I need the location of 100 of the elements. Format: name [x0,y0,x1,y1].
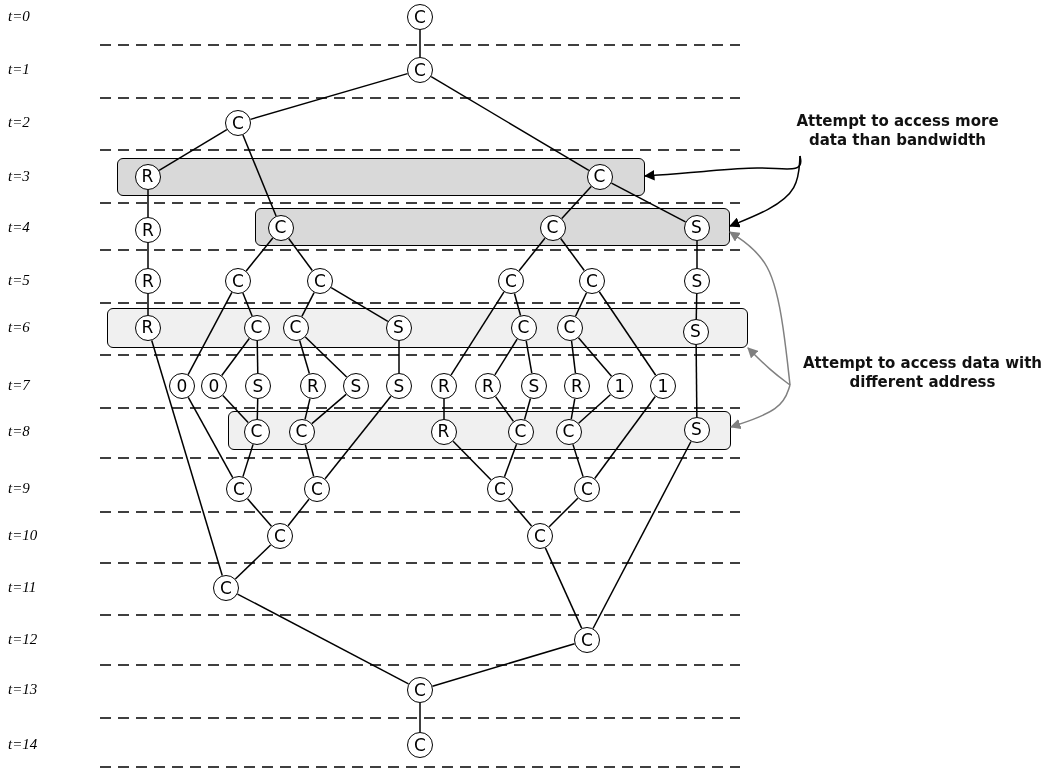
arrow [729,231,791,386]
connector-line [256,398,259,420]
connector-line [592,440,692,630]
connector-line [610,182,687,223]
time-step-label: t=13 [8,681,38,698]
operation-circle: C [267,214,294,241]
time-step-label: t=12 [8,631,38,648]
time-step-label: t=3 [8,168,30,185]
connector-line [518,237,546,272]
operation-circle: R [134,314,161,341]
operation-circle: C [407,57,433,83]
operation-circle: C [282,314,309,341]
connector-line [570,340,577,374]
connector-line [443,398,445,420]
connector-line [324,395,392,480]
operation-circle: C [579,268,605,294]
operation-circle: C [213,575,239,601]
operation-circle: C [267,523,293,549]
operation-circle: C [586,163,613,190]
connector-line [151,339,223,577]
annotation-text: Attempt to access more data than bandwidth [785,112,1010,150]
connector-line [236,593,410,685]
connector-line [242,292,253,317]
time-step-label: t=14 [8,736,38,753]
connector-line [287,237,314,272]
operation-circle: 0 [201,373,227,399]
connector-line [544,547,583,629]
operation-circle: S [683,214,710,241]
operation-circle: R [135,217,161,243]
connector-line [561,185,592,220]
operation-circle: S [386,373,412,399]
operation-circle: R [431,373,457,399]
arrow [730,384,791,429]
operation-circle: C [304,476,330,502]
connector-line [696,240,698,269]
arrow [747,347,791,386]
arrow [729,155,801,228]
operation-circle: S [682,318,709,345]
connector-line [245,237,274,272]
operation-circle: C [407,4,433,30]
connector-line [242,134,277,217]
operation-circle: C [407,732,433,758]
connector-line [256,340,259,374]
time-step-label: t=2 [8,114,30,131]
operation-circle: R [135,268,161,294]
time-step-label: t=1 [8,61,30,78]
operation-circle: C [226,476,252,502]
connector-line [298,339,311,375]
connector-line [431,643,576,687]
operation-circle: S [245,373,271,399]
operation-circle: S [385,314,412,341]
operation-circle: 1 [607,373,633,399]
operation-circle: R [300,373,326,399]
connector-line [593,395,657,480]
operation-circle: R [475,373,501,399]
connector-line [311,393,347,425]
connector-line [330,286,389,323]
connector-line [572,443,584,478]
connector-line [187,291,233,376]
time-step-label: t=11 [8,579,37,596]
operation-circle: C [574,476,600,502]
connector-line [513,292,522,317]
operation-circle: S [683,416,710,443]
connector-line [450,291,505,376]
operation-circle: C [574,627,600,653]
operation-circle: R [134,163,161,190]
operation-circle: 1 [650,373,676,399]
connector-line [187,396,234,479]
connector-line [158,128,228,172]
time-step-label: t=9 [8,480,30,497]
connector-line [574,292,588,317]
connector-line [419,29,421,58]
connector-line [577,393,612,425]
operation-circle: C [507,418,534,445]
operation-circle: R [430,418,457,445]
connector-line [577,337,613,377]
operation-circle: S [684,268,710,294]
operation-circle: C [225,268,251,294]
time-step-band [107,308,748,348]
time-step-label: t=5 [8,272,30,289]
operation-circle: C [307,268,333,294]
connector-line [494,395,515,423]
connector-line [304,336,348,378]
operation-circle: C [243,418,270,445]
connector-line [548,497,579,528]
operation-circle: C [243,314,270,341]
connector-line [301,291,315,318]
connector-line [507,498,533,527]
operation-circle: C [510,314,537,341]
operation-circle: C [225,110,251,136]
operation-circle: C [527,523,553,549]
connector-line [147,189,149,218]
connector-line [452,440,492,481]
time-step-label: t=10 [8,527,38,544]
connector-line [287,498,310,527]
connector-line [249,72,409,121]
operation-circle: R [564,373,590,399]
operation-circle: S [521,373,547,399]
connector-line [242,443,254,478]
connector-line [695,293,698,320]
